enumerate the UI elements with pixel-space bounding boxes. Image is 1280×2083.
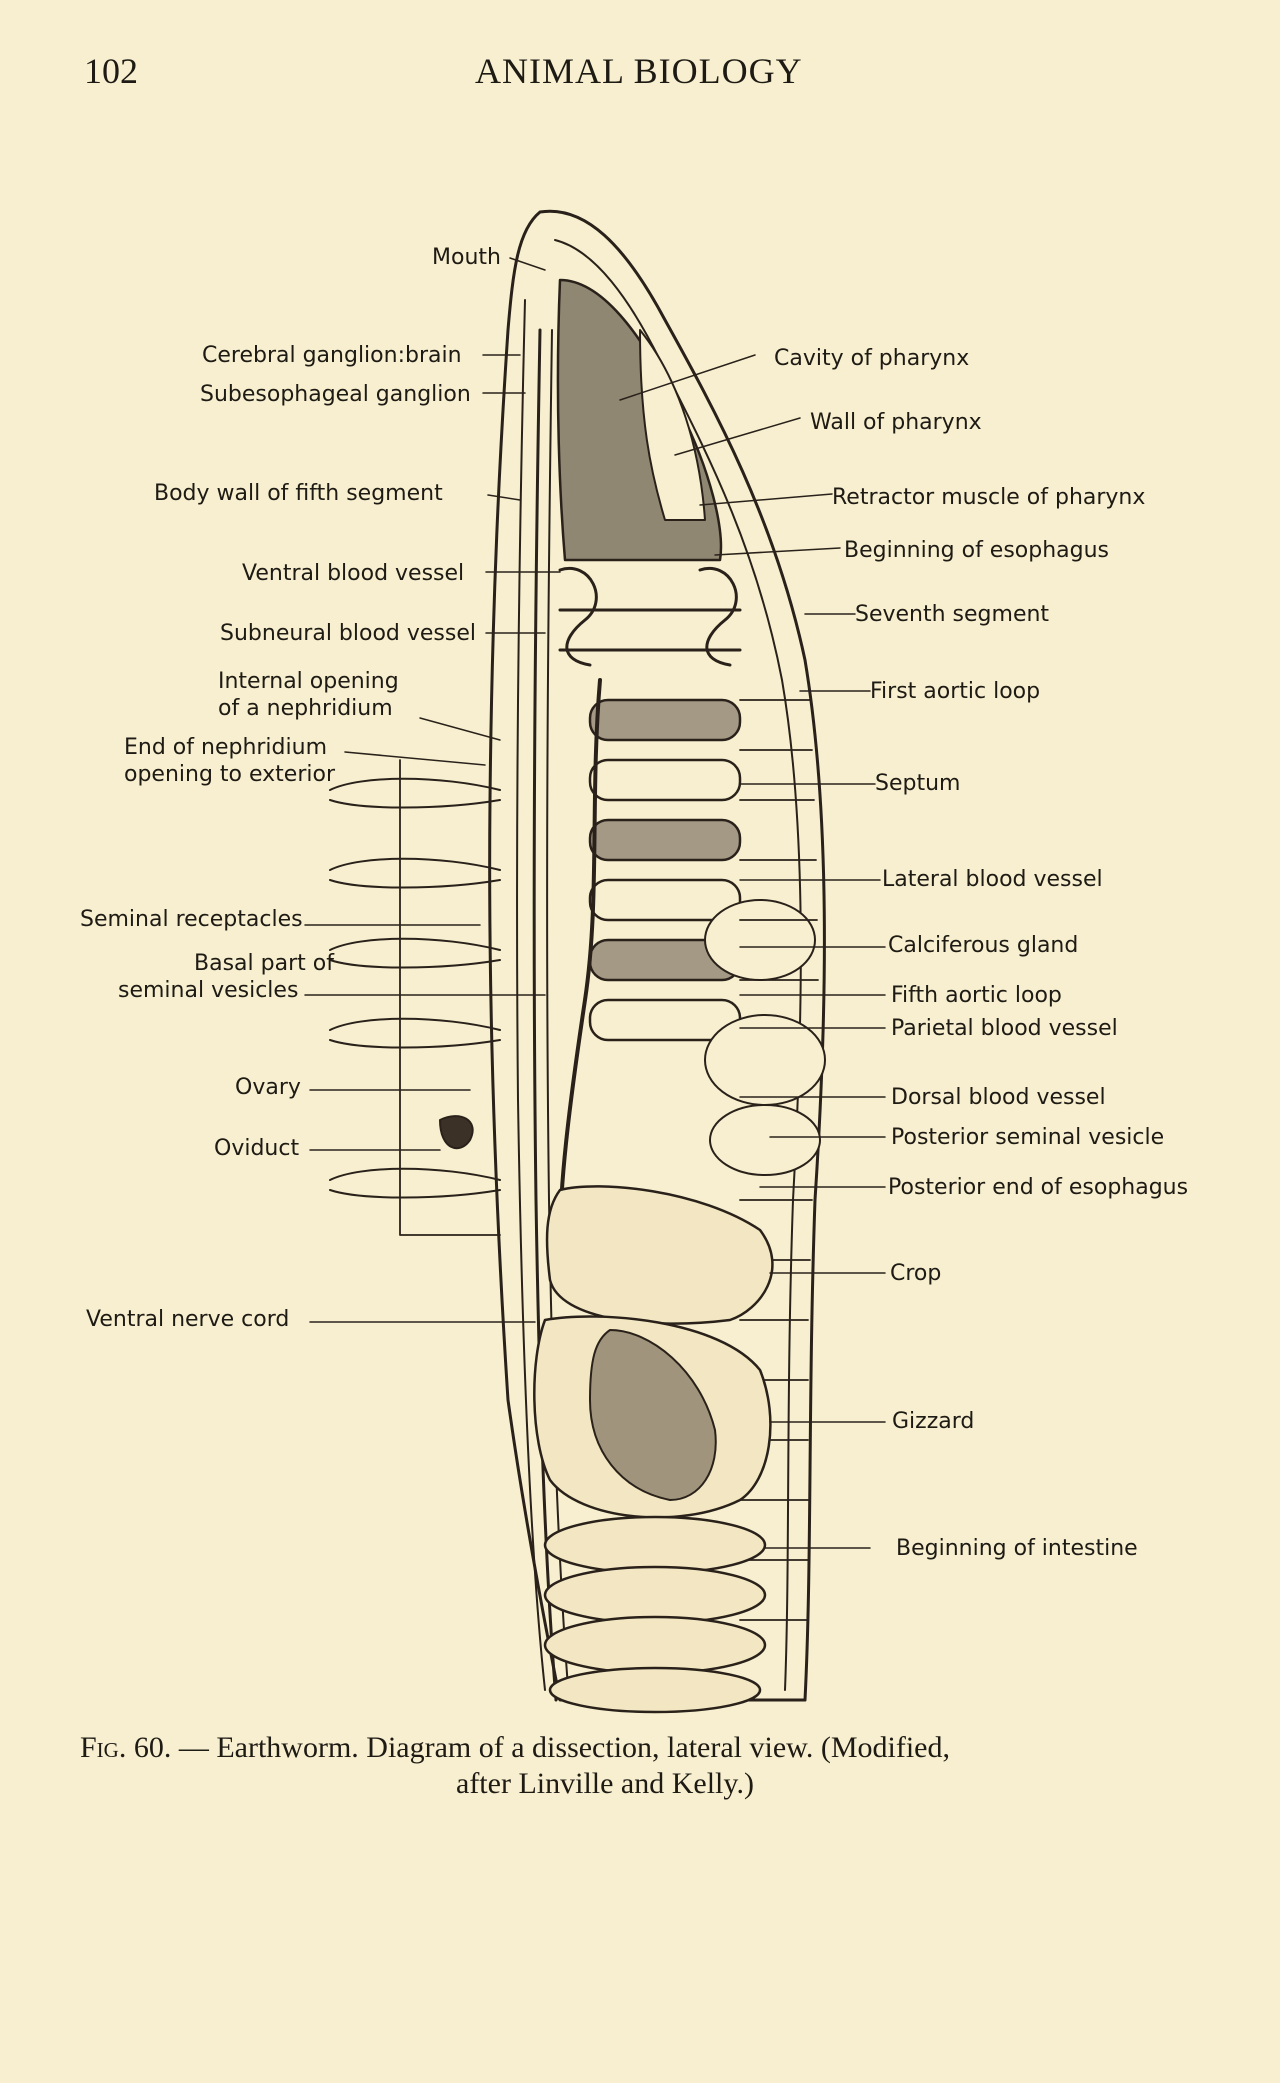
leader-lines-left bbox=[304, 257, 561, 1323]
ovary bbox=[439, 1115, 474, 1150]
page-number: 102 bbox=[84, 51, 138, 91]
pharynx-cavity bbox=[639, 329, 706, 521]
label-septum: Septum bbox=[875, 771, 961, 796]
label-posterior-end-esophagus: Posterior end of esophagus bbox=[888, 1175, 1189, 1200]
label-ventral-blood-vessel: Ventral blood vessel bbox=[242, 561, 465, 586]
label-calciferous-gland: Calciferous gland bbox=[888, 933, 1079, 958]
label-ventral-nerve-cord: Ventral nerve cord bbox=[86, 1307, 290, 1332]
label-subneural-blood-vessel: Subneural blood vessel bbox=[220, 621, 477, 646]
label-gizzard: Gizzard bbox=[892, 1409, 975, 1434]
label-seminal-receptacles: Seminal receptacles bbox=[80, 907, 303, 932]
body-outline bbox=[488, 209, 826, 1702]
earthworm-dissection-figure: Mouth Cerebral ganglion:brain Subesophag… bbox=[80, 209, 1189, 1714]
aortic-loops bbox=[558, 566, 742, 667]
label-cerebral-ganglion: Cerebral ganglion:brain bbox=[202, 343, 462, 368]
left-tissue-flap bbox=[399, 759, 501, 1236]
figure-caption: Fig. 60. — Earthworm. Diagram of a disse… bbox=[80, 1730, 1210, 1802]
caption-line-2: after Linville and Kelly.) bbox=[456, 1767, 754, 1800]
label-parietal-blood-vessel: Parietal blood vessel bbox=[891, 1016, 1118, 1041]
label-lateral-blood-vessel: Lateral blood vessel bbox=[882, 867, 1103, 892]
seminal-vesicles bbox=[704, 899, 826, 1176]
label-internal-opening-nephridium: Internal opening of a nephridium bbox=[218, 669, 399, 721]
label-retractor-muscle: Retractor muscle of pharynx bbox=[832, 485, 1146, 510]
label-mouth: Mouth bbox=[432, 245, 501, 270]
label-ovary: Ovary bbox=[235, 1075, 301, 1100]
label-wall-of-pharynx: Wall of pharynx bbox=[810, 410, 982, 435]
label-subesophageal-ganglion: Subesophageal ganglion bbox=[200, 382, 471, 407]
ventral-blood-vessel bbox=[546, 329, 570, 1701]
calciferous-glands bbox=[588, 698, 742, 1042]
crop bbox=[545, 1185, 774, 1325]
nephridia bbox=[329, 777, 501, 1199]
label-end-of-nephridium: End of nephridium opening to exterior bbox=[124, 735, 335, 787]
ventral-nerve-cord bbox=[532, 328, 558, 1702]
label-dorsal-blood-vessel: Dorsal blood vessel bbox=[891, 1085, 1106, 1110]
intestine bbox=[543, 1515, 767, 1714]
label-oviduct: Oviduct bbox=[214, 1136, 300, 1161]
dorsal-blood-vessel bbox=[558, 678, 602, 1242]
label-posterior-seminal-vesicle: Posterior seminal vesicle bbox=[891, 1125, 1165, 1150]
caption-line-1: — Earthworm. Diagram of a dissection, la… bbox=[171, 1731, 950, 1764]
label-beginning-of-intestine: Beginning of intestine bbox=[896, 1536, 1138, 1561]
body-wall-left-inner bbox=[516, 299, 546, 1691]
label-basal-seminal-vesicles: Basal part of seminal vesicles bbox=[118, 951, 334, 1003]
label-beginning-of-esophagus: Beginning of esophagus bbox=[844, 538, 1110, 563]
label-crop: Crop bbox=[890, 1261, 942, 1286]
label-seventh-segment: Seventh segment bbox=[855, 602, 1050, 627]
gizzard-cut bbox=[589, 1329, 717, 1501]
label-cavity-of-pharynx: Cavity of pharynx bbox=[774, 346, 970, 371]
septa bbox=[739, 699, 819, 1621]
label-body-wall-fifth-segment: Body wall of fifth segment bbox=[154, 481, 443, 506]
running-head: ANIMAL BIOLOGY bbox=[475, 51, 803, 91]
label-first-aortic-loop: First aortic loop bbox=[870, 679, 1041, 704]
figure-number: Fig. 60. bbox=[80, 1731, 172, 1764]
label-fifth-aortic-loop: Fifth aortic loop bbox=[891, 983, 1062, 1008]
earthworm-illustration bbox=[304, 209, 886, 1714]
leader-lines-right bbox=[619, 354, 886, 1549]
